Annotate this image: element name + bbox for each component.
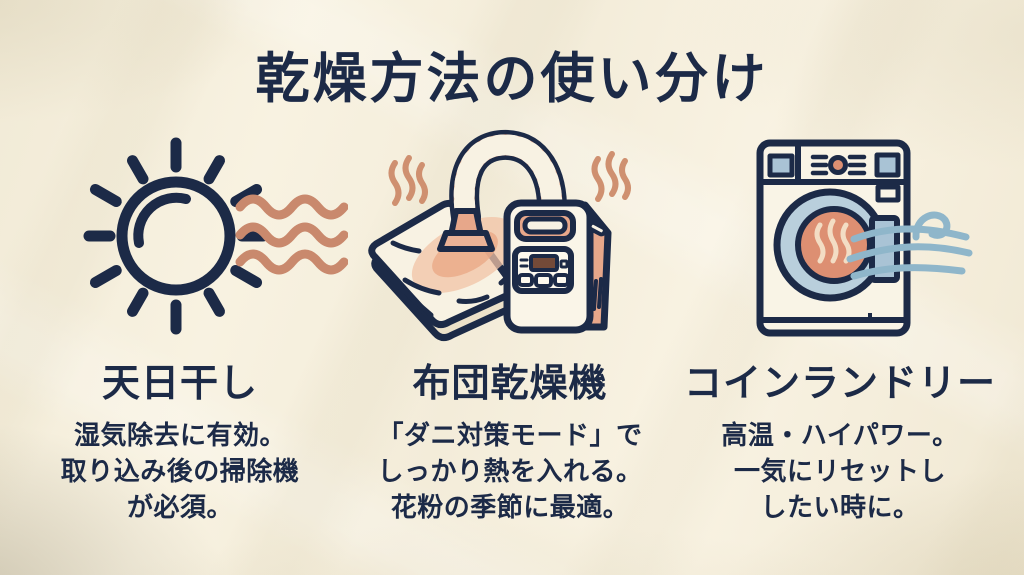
page-title: 乾燥方法の使い分け bbox=[255, 49, 769, 109]
sun-disc bbox=[116, 176, 236, 296]
heading-coin-laundry: コインランドリー bbox=[683, 363, 996, 405]
description-sun-drying: 湿気除去に有効。 取り込み後の掃除機 が必須。 bbox=[15, 417, 345, 525]
wind-swirl bbox=[846, 211, 973, 280]
description-coin-laundry: 高温・ハイパワー。 一気にリセットし したい時に。 bbox=[664, 417, 1016, 525]
dryer-hose bbox=[449, 129, 567, 232]
dryer-unit bbox=[503, 199, 612, 334]
text-line: 高温・ハイパワー。 bbox=[721, 420, 959, 450]
sun-with-heat-waves-icon bbox=[83, 137, 348, 335]
text-line: 取り込み後の掃除機 bbox=[60, 456, 300, 486]
steam-squiggles bbox=[388, 151, 631, 206]
text-line: 一気にリセットし bbox=[733, 456, 946, 486]
description-futon-dryer: 「ダニ対策モード」で しっかり熱を入れる。 花粉の季節に最適。 bbox=[348, 417, 672, 525]
text-line: 「ダニ対策モード」で bbox=[377, 420, 643, 450]
heat-wave-lines bbox=[235, 194, 348, 275]
text-line: 湿気除去に有効。 bbox=[73, 420, 286, 450]
heading-futon-dryer: 布団乾燥機 bbox=[412, 363, 608, 405]
futon-dryer-machine-icon bbox=[368, 129, 631, 342]
text-line: したい時に。 bbox=[760, 492, 920, 522]
hose-nozzle bbox=[437, 208, 495, 252]
sun-rays bbox=[83, 137, 269, 335]
coin-slot bbox=[875, 184, 901, 203]
text-line: が必須。 bbox=[126, 492, 233, 522]
text-line: しっかり熱を入れる。 bbox=[377, 456, 643, 486]
dial-knob bbox=[828, 155, 848, 175]
heading-sun-drying: 天日干し bbox=[101, 363, 258, 405]
side-vents bbox=[587, 277, 603, 313]
drum-heat-squiggles bbox=[814, 218, 852, 264]
text-line: 花粉の季節に最適。 bbox=[390, 492, 630, 522]
coin-laundry-dryer-icon bbox=[756, 139, 973, 337]
